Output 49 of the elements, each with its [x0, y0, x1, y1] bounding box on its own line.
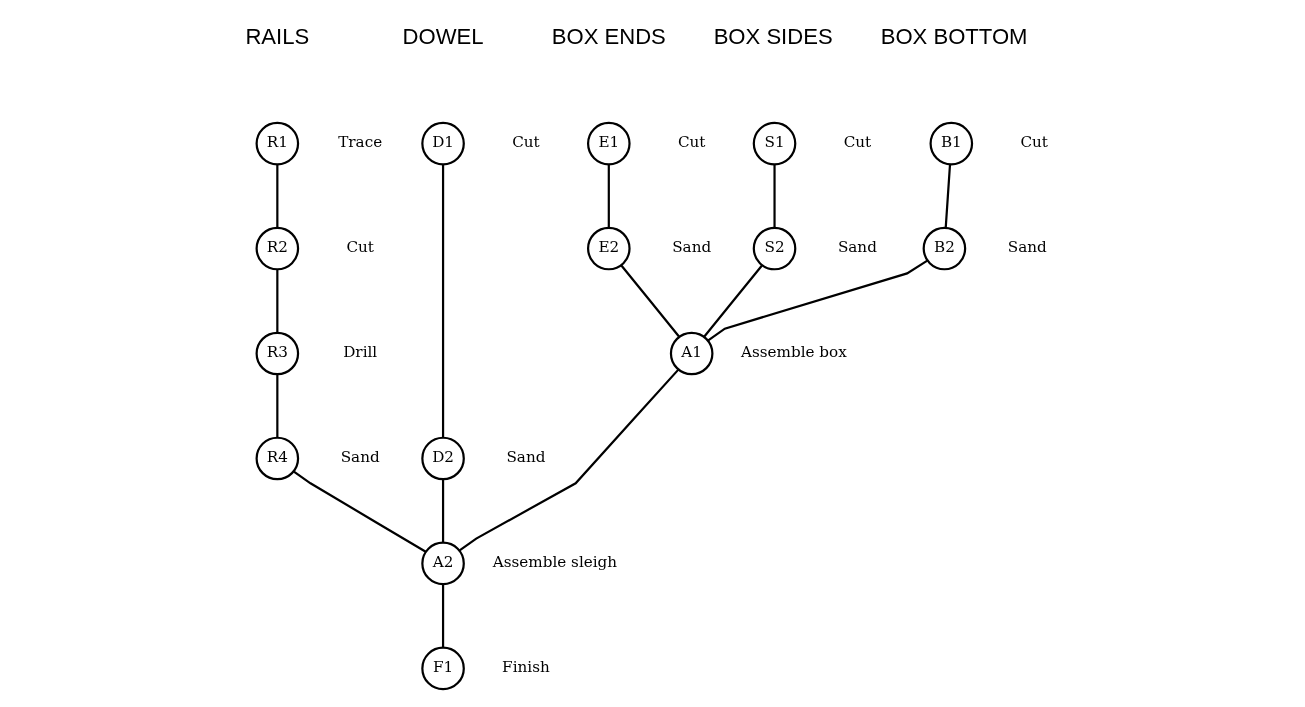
node-label: Assemble sleigh	[492, 553, 617, 572]
connector	[772, 164, 776, 228]
node-circle: S2	[752, 226, 796, 271]
connector	[703, 264, 763, 338]
label: RAILS	[244, 23, 309, 49]
node-circle: F1	[420, 646, 465, 691]
connector	[292, 470, 426, 553]
connector	[620, 264, 680, 338]
node-circle: S1	[752, 121, 796, 166]
node-label: Cut	[511, 133, 540, 152]
node-label: Cut	[843, 133, 871, 152]
connector	[441, 584, 444, 648]
node-circle: A2	[420, 541, 465, 586]
node-circle: R3	[255, 331, 299, 376]
node-circle: R1	[255, 121, 299, 166]
node-circle: B2	[922, 226, 966, 271]
node-circle: R4	[255, 436, 299, 481]
node-circle: B1	[929, 121, 973, 166]
node-label: Sand	[671, 238, 711, 257]
node-circle: A1	[669, 331, 713, 376]
node-label: Drill	[342, 343, 377, 362]
connector	[441, 164, 444, 438]
node-label: Assemble box	[740, 343, 847, 362]
connector	[607, 164, 610, 228]
node-label: Sand	[837, 238, 877, 257]
node-label: Sand	[340, 448, 380, 467]
label: BOX BOTTOM	[880, 23, 1027, 49]
connector	[441, 479, 444, 543]
node-label: Sand	[505, 448, 545, 467]
node-label: Finish	[501, 658, 550, 677]
node-label: Cut	[1019, 133, 1048, 152]
node-circle: E2	[586, 226, 631, 271]
node-circle: D2	[420, 436, 465, 481]
node-label: Trace	[337, 133, 382, 152]
node-label: Cut	[345, 238, 374, 257]
label: DOWEL	[402, 23, 484, 49]
connector	[275, 269, 278, 333]
connector	[458, 368, 679, 552]
connector	[275, 374, 278, 438]
connector	[707, 259, 928, 342]
node-label: Cut	[677, 133, 705, 152]
node-label: Sand	[1007, 238, 1047, 257]
connector	[275, 164, 278, 228]
label: BOX SIDES	[713, 23, 833, 49]
node-circle: D1	[420, 121, 465, 166]
node-circle: R2	[255, 226, 299, 271]
node-circle: E1	[586, 121, 631, 166]
label: BOX ENDS	[551, 23, 666, 49]
connector	[944, 164, 951, 228]
